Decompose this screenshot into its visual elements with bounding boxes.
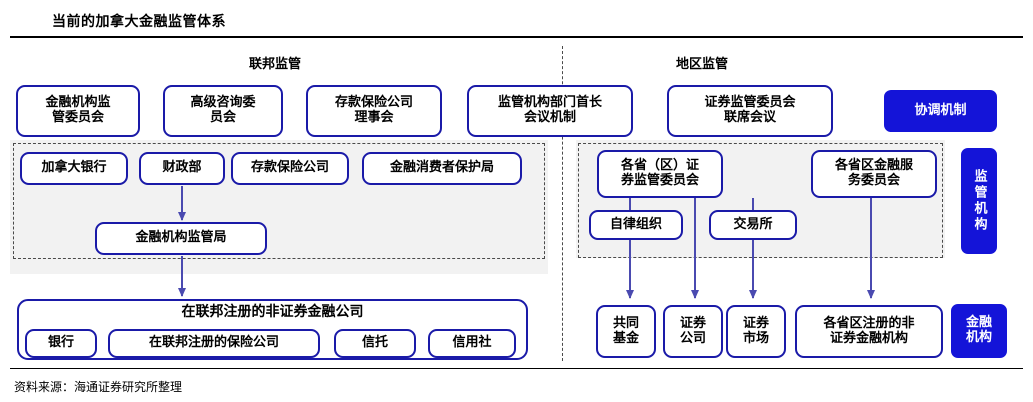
node-regional-securities-joint-meeting[interactable]: 证券监管委员会 联席会议 [667, 85, 833, 137]
node-federal-advisory-committee[interactable]: 高级咨询委 员会 [163, 85, 283, 137]
node-credit-unions[interactable]: 信用社 [428, 329, 516, 358]
arrow-pfsc-to-provincial-institutions [870, 256, 872, 298]
node-federal-cdic-board[interactable]: 存款保险公司 理事会 [306, 85, 442, 137]
stem-pfsc-down [870, 198, 872, 256]
side-label-financial-institutions[interactable]: 金融 机构 [951, 304, 1007, 358]
node-provincial-securities-commissions[interactable]: 各省（区）证 券监管委员会 [597, 150, 723, 198]
node-securities-market[interactable]: 证券 市场 [726, 305, 786, 358]
arrow-osfi-to-institutions [181, 256, 183, 296]
node-exchanges[interactable]: 交易所 [709, 210, 797, 240]
regional-section-caption: 地区监管 [676, 57, 729, 72]
arrow-sro-to-mutual-funds [629, 240, 631, 298]
side-label-coordination-mechanism[interactable]: 协调机制 [884, 90, 997, 132]
node-provincial-financial-services-commissions[interactable]: 各省区金融服 务委员会 [811, 150, 937, 198]
node-mutual-funds[interactable]: 共同 基金 [596, 305, 656, 358]
node-bank-of-canada[interactable]: 加拿大银行 [20, 152, 128, 185]
federal-section-caption: 联邦监管 [249, 57, 302, 72]
header-divider-rule [10, 36, 1023, 38]
arrow-finance-to-osfi [181, 186, 183, 220]
page-title: 当前的加拿大金融监管体系 [52, 14, 226, 30]
regional-regulators-dashed-box [578, 143, 943, 258]
stem-psc-to-exchange [752, 198, 754, 210]
federal-regulators-dashed-box [13, 143, 545, 259]
node-trusts[interactable]: 信托 [334, 329, 416, 358]
footer-divider-rule [10, 368, 1023, 369]
node-osfi[interactable]: 金融机构监管局 [95, 222, 267, 255]
arrow-psc-to-securities-firms [694, 256, 696, 298]
arrow-exchange-to-securities-market [752, 240, 754, 298]
node-federally-registered-insurers[interactable]: 在联邦注册的保险公司 [108, 329, 320, 358]
node-federal-fisc[interactable]: 金融机构监 管委员会 [16, 85, 140, 137]
node-provincial-nonsecurities-institutions[interactable]: 各省区注册的非 证券金融机构 [795, 305, 943, 358]
node-federal-heads-meeting[interactable]: 监管机构部门首长 会议机制 [467, 85, 633, 137]
side-label-regulators[interactable]: 监管机构 [961, 148, 997, 254]
node-banks[interactable]: 银行 [25, 329, 97, 358]
node-deposit-insurance-corp[interactable]: 存款保险公司 [231, 152, 349, 185]
node-ministry-of-finance[interactable]: 财政部 [139, 152, 225, 185]
node-self-regulatory-organizations[interactable]: 自律组织 [589, 210, 683, 240]
node-financial-consumer-agency[interactable]: 金融消费者保护局 [362, 152, 522, 185]
stem-psc-to-sro [629, 198, 631, 210]
stem-psc-down [694, 198, 696, 256]
node-securities-firms[interactable]: 证券 公司 [663, 305, 723, 358]
source-note: 资料来源：海通证券研究所整理 [14, 380, 183, 394]
federal-regional-divider [562, 46, 563, 361]
